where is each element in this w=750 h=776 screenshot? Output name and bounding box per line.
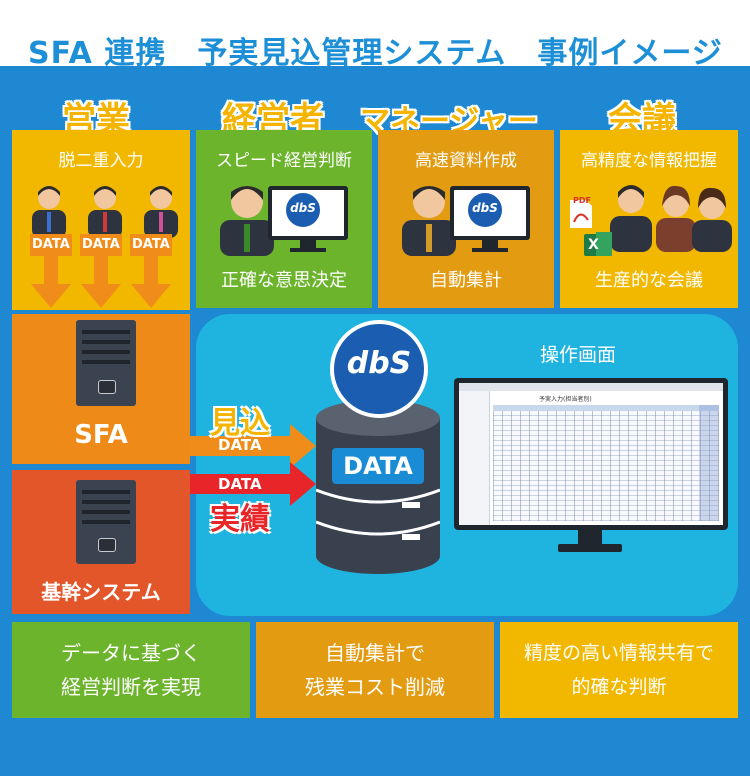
monitor-screen: 予実入力(担当者別) [459,383,723,525]
result-line: 精度の高い情報共有で [523,642,714,664]
pdf-label: PDF [573,196,591,205]
pdf-file-icon [570,200,592,228]
dbs-logo-icon: dbS [466,191,504,229]
forecast-arrow [190,436,292,456]
result-line: 残業コスト削減 [305,675,445,699]
panel-executive-title: スピード経営判断 [216,151,352,171]
actual-arrow-head [290,462,316,506]
meeting-people-icons [570,185,732,256]
sheet-title: 予実入力(担当者別) [539,396,592,403]
dbs-main-logo-icon: dbS [330,320,428,418]
result-box-cost: 自動集計で 残業コスト削減 [256,622,494,718]
panel-meeting-title: 高精度な情報把握 [581,151,717,171]
app-toolbar [459,383,723,391]
server-icon [76,320,136,406]
panel-manager-caption: 自動集計 [430,270,502,291]
spreadsheet-header-row [493,405,719,411]
result-line: データに基づく [61,641,201,665]
spreadsheet-grid [493,405,719,521]
person-icon [610,185,652,252]
page-title: SFA 連携 予実見込管理システム 事例イメージ [28,36,723,71]
actual-label: 実績 [210,502,270,537]
panel-meeting-caption: 生産的な会議 [595,270,703,291]
forecast-data-tag: DATA [218,436,262,454]
sfa-label: SFA [74,420,128,450]
monitor: 予実入力(担当者別) [454,378,728,530]
dbs-logo-text: dbS [290,201,316,215]
forecast-label: 見込 [210,406,270,441]
title-bar [0,0,750,70]
person-icon [692,187,732,252]
core-system-block: 基幹システム [12,470,190,614]
salesperson-icons [32,186,178,238]
data-tag: DATA [82,237,120,252]
database-icon [316,400,440,574]
monitor-stand [578,530,602,544]
excel-label: X [588,237,599,253]
excel-file-icon [584,232,612,256]
monitor-base [558,544,622,552]
server-icon [76,480,136,564]
data-tag: DATA [32,237,70,252]
actual-data-tag: DATA [218,475,262,493]
result-box-sharing: 精度の高い情報共有で 的確な判断 [500,622,738,718]
panel-executive-caption: 正確な意思決定 [221,270,347,291]
sfa-system-block: SFA [12,314,190,464]
person-icon [32,186,66,238]
database-label: DATA [332,448,424,484]
actual-arrow [190,474,292,494]
screen-caption: 操作画面 [540,344,617,366]
app-sidebar [459,391,490,525]
panel-sales-title: 脱二重入力 [58,151,144,171]
result-line: 的確な判断 [571,676,667,698]
dbs-logo-icon: dbS [284,191,322,229]
person-icon [88,186,122,238]
data-tag: DATA [132,237,170,252]
person-icon [144,186,178,238]
forecast-arrow-head [290,424,316,468]
dbs-main-logo-text: dbS [346,346,412,381]
person-icon [656,185,696,252]
result-line: 経営判断を実現 [61,675,201,699]
result-line: 自動集計で [325,641,425,665]
core-system-label: 基幹システム [41,580,161,604]
result-box-decision: データに基づく 経営判断を実現 [12,622,250,718]
spreadsheet-total-column [699,405,719,521]
dbs-logo-text: dbS [472,201,498,215]
panel-manager-title: 高速資料作成 [415,151,517,171]
sales-data-arrows: DATA DATA DATA [12,232,190,312]
